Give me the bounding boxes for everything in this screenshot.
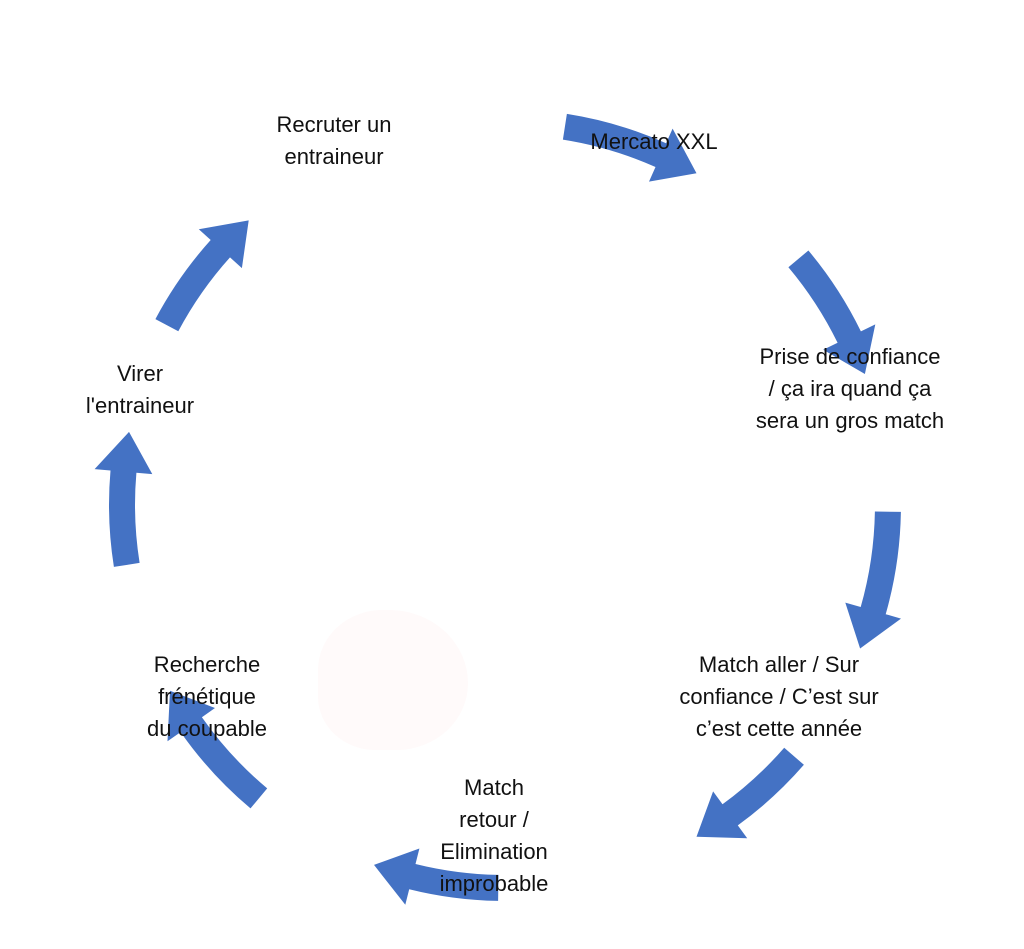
step-line: Mercato XXL — [590, 129, 718, 154]
step-line: sera un gros match — [755, 408, 945, 433]
step-line: frénétique — [158, 684, 256, 709]
background-smudge — [318, 610, 468, 750]
step-line: entraineur — [284, 144, 384, 169]
step-line: confiance / C’est sur — [679, 684, 879, 709]
step-line: Match — [464, 775, 524, 800]
step-line: retour / — [459, 807, 529, 832]
step-mercato-xxl: Mercato XXL — [590, 126, 717, 158]
step-match-retour: Match retour / Elimination improbable — [440, 772, 549, 900]
step-line: improbable — [439, 871, 549, 896]
step-line: l'entraineur — [85, 393, 195, 418]
step-line: c’est cette année — [695, 716, 863, 741]
step-match-aller: Match aller / Sur confiance / C’est sur … — [679, 649, 878, 745]
step-line: Recherche — [153, 652, 261, 677]
cycle-arrow-icon — [94, 431, 153, 567]
step-recherche-du-coupable: Recherche frénétique du coupable — [147, 649, 267, 745]
cycle-arrow-icon — [167, 690, 268, 809]
cycle-arrow-icon — [155, 220, 249, 332]
step-line: du coupable — [147, 716, 267, 741]
step-line: Virer — [116, 361, 164, 386]
step-recruter-un-entraineur: Recruter un entraineur — [277, 109, 392, 173]
step-virer-l-entraineur: Virer l'entraineur — [86, 358, 194, 422]
cycle-arrow-icon — [845, 511, 901, 649]
step-prise-de-confiance: Prise de confiance / ça ira quand ça ser… — [756, 341, 944, 437]
cycle-arrow-icon — [562, 113, 697, 182]
cycle-arrow-icon — [788, 250, 876, 374]
step-line: / ça ira quand ça — [768, 376, 932, 401]
step-line: Prise de confiance — [759, 344, 941, 369]
step-line: Recruter un — [276, 112, 392, 137]
step-line: Elimination — [440, 839, 548, 864]
cycle-arrow-icon — [696, 747, 804, 839]
step-line: Match aller / Sur — [698, 652, 860, 677]
cycle-arrow-icon — [374, 848, 499, 905]
